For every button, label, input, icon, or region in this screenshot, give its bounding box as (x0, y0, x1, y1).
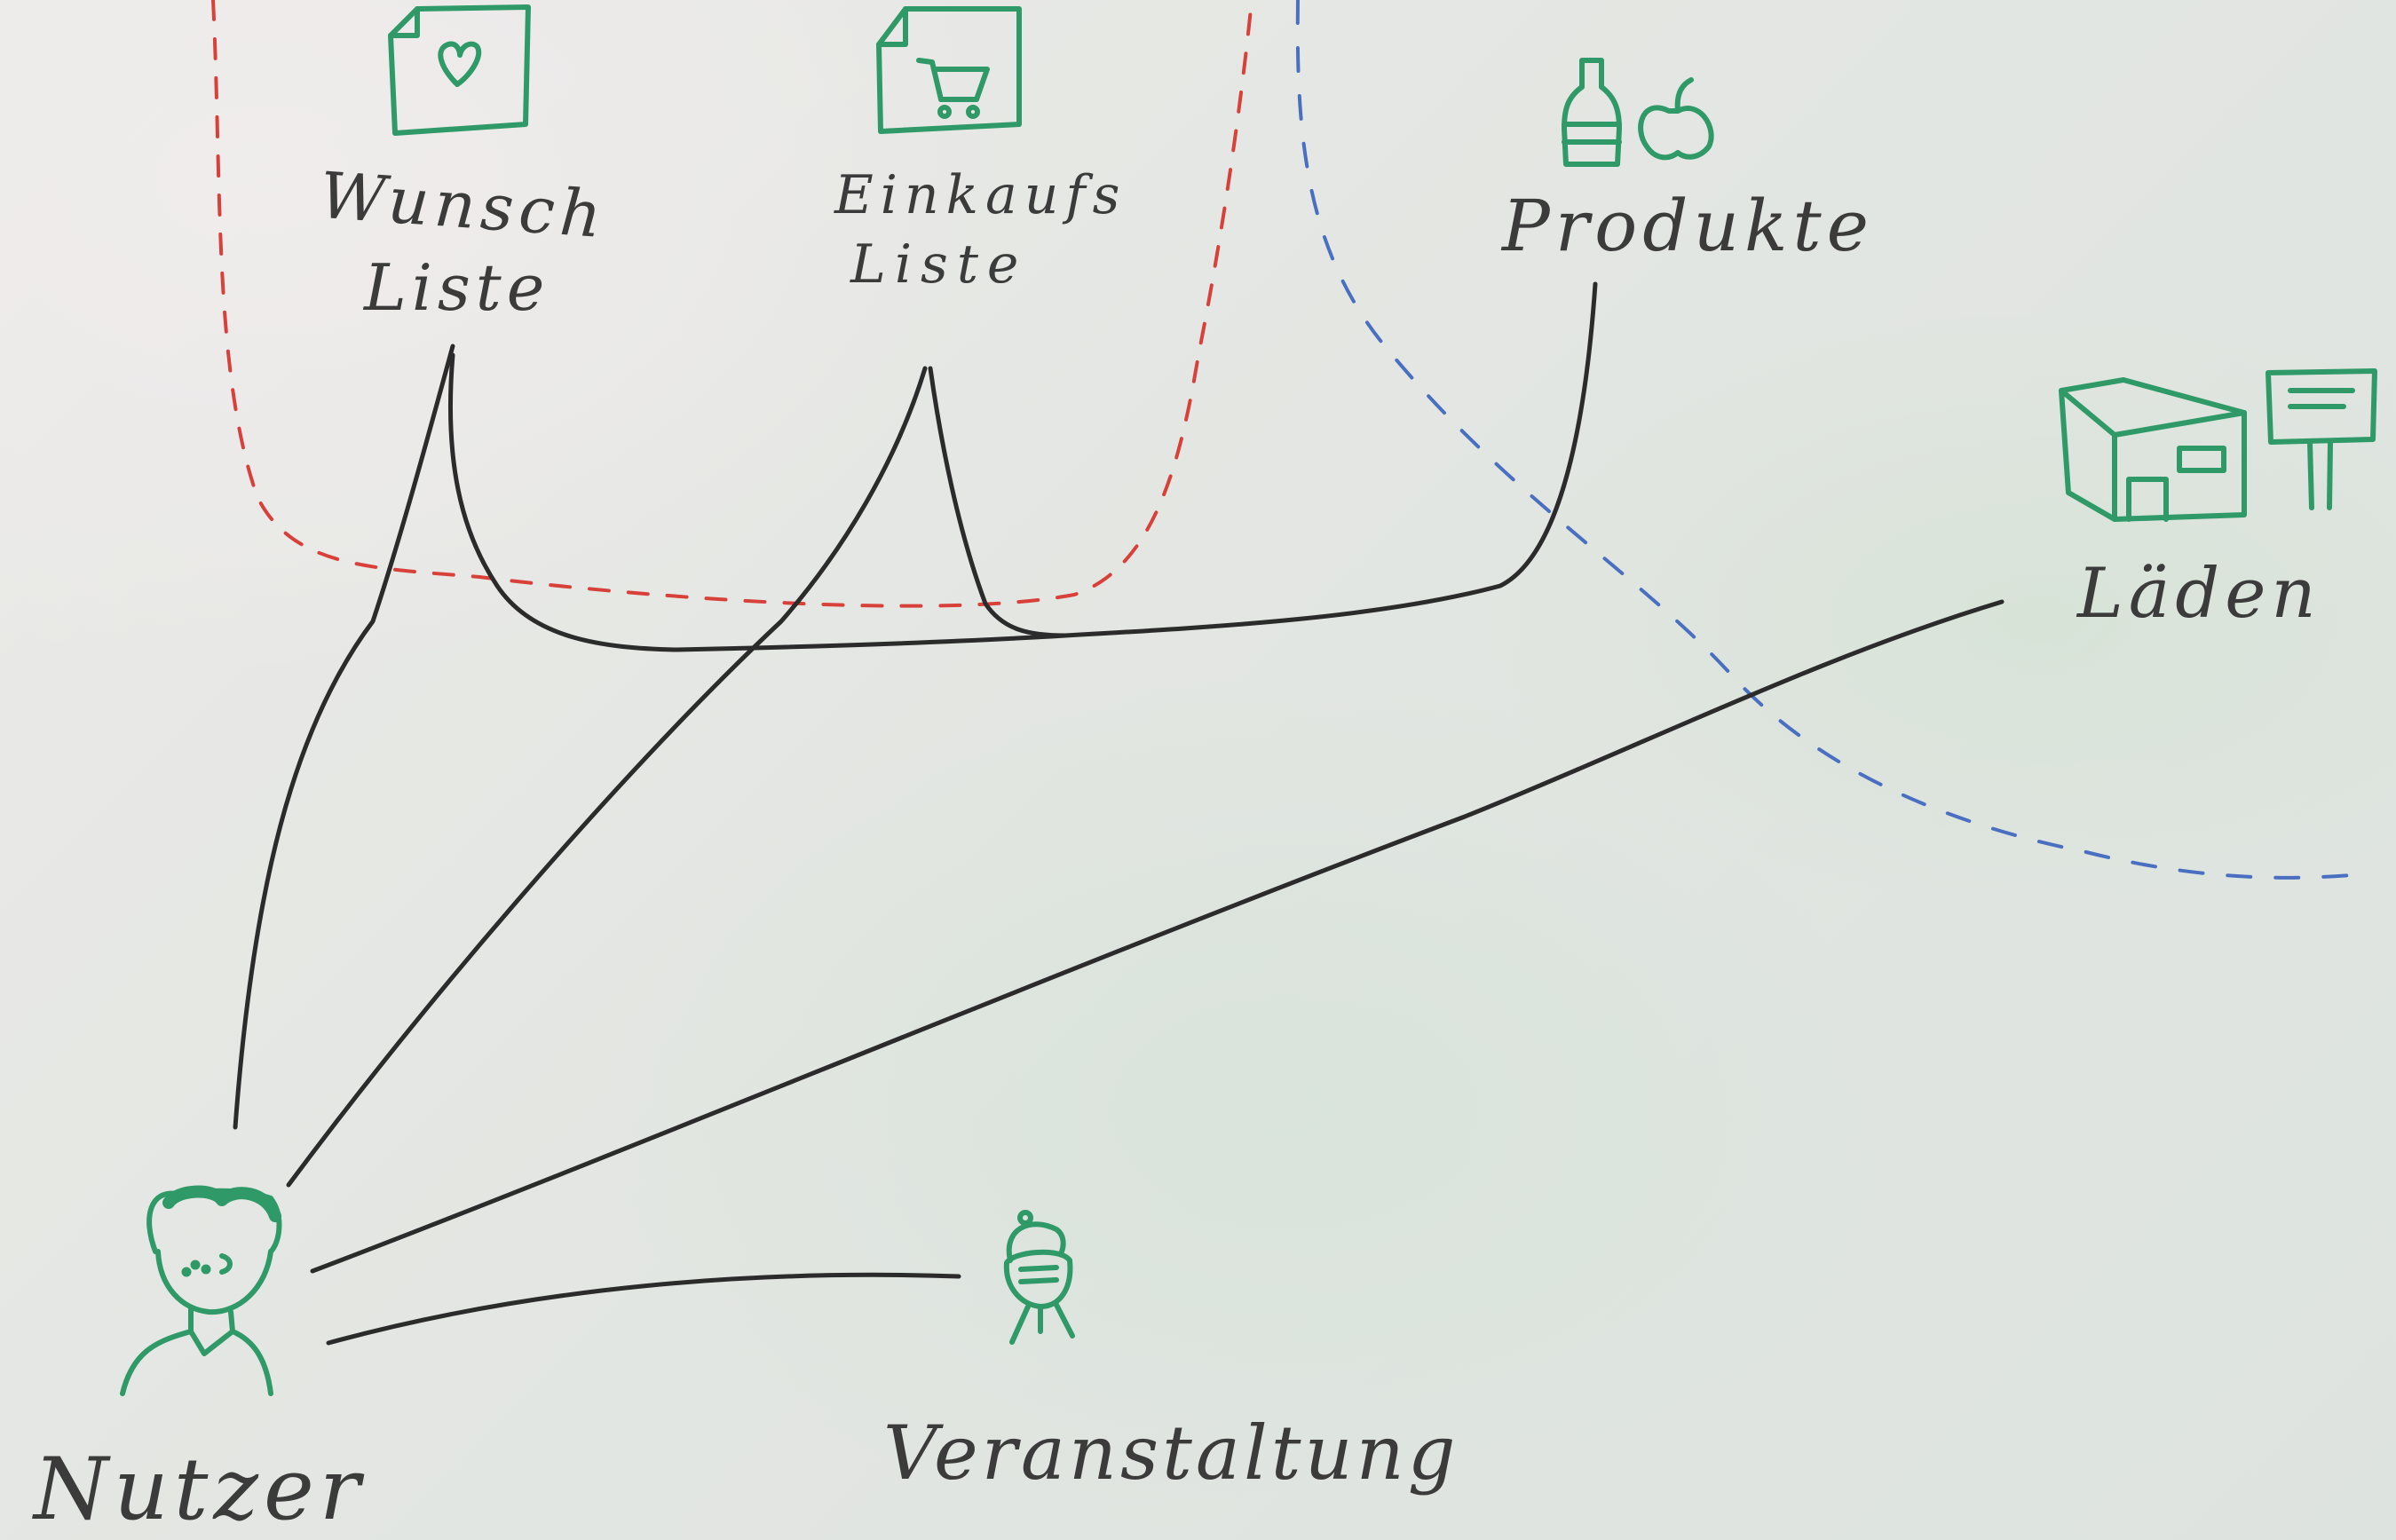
red-dashed-boundary (211, 0, 1253, 608)
grill-icon (1003, 1210, 1075, 1345)
heart-page-icon (388, 4, 531, 136)
tree-connector (447, 281, 1598, 652)
line-nutzer-laeden (310, 599, 2005, 1274)
shopping-cart-page-icon (876, 6, 1022, 134)
label-veranstaltung: Veranstaltung (883, 1410, 1459, 1497)
label-einkaufsliste-line2: Liste (850, 233, 1028, 296)
line-nutzer-wunschliste (233, 344, 455, 1130)
label-einkaufsliste-line1: Einkaufs (834, 164, 1127, 226)
line-nutzer-veranstaltung (326, 1272, 961, 1346)
tree-connector-einkaufsliste (928, 366, 1068, 638)
blue-dashed-boundary (1295, 0, 2363, 880)
label-wunschliste-line1: Wunsch (317, 157, 610, 253)
person-icon (120, 1185, 282, 1396)
label-wunschliste-line2: Liste (364, 250, 550, 325)
shop-sign-icon (2059, 368, 2377, 522)
label-laeden: Läden (2077, 554, 2321, 634)
line-nutzer-einkaufsliste (286, 366, 928, 1188)
label-produkte: Produkte (1502, 185, 1874, 267)
bottle-apple-icon (1562, 58, 1714, 167)
label-nutzer: Nutzer (34, 1440, 366, 1539)
